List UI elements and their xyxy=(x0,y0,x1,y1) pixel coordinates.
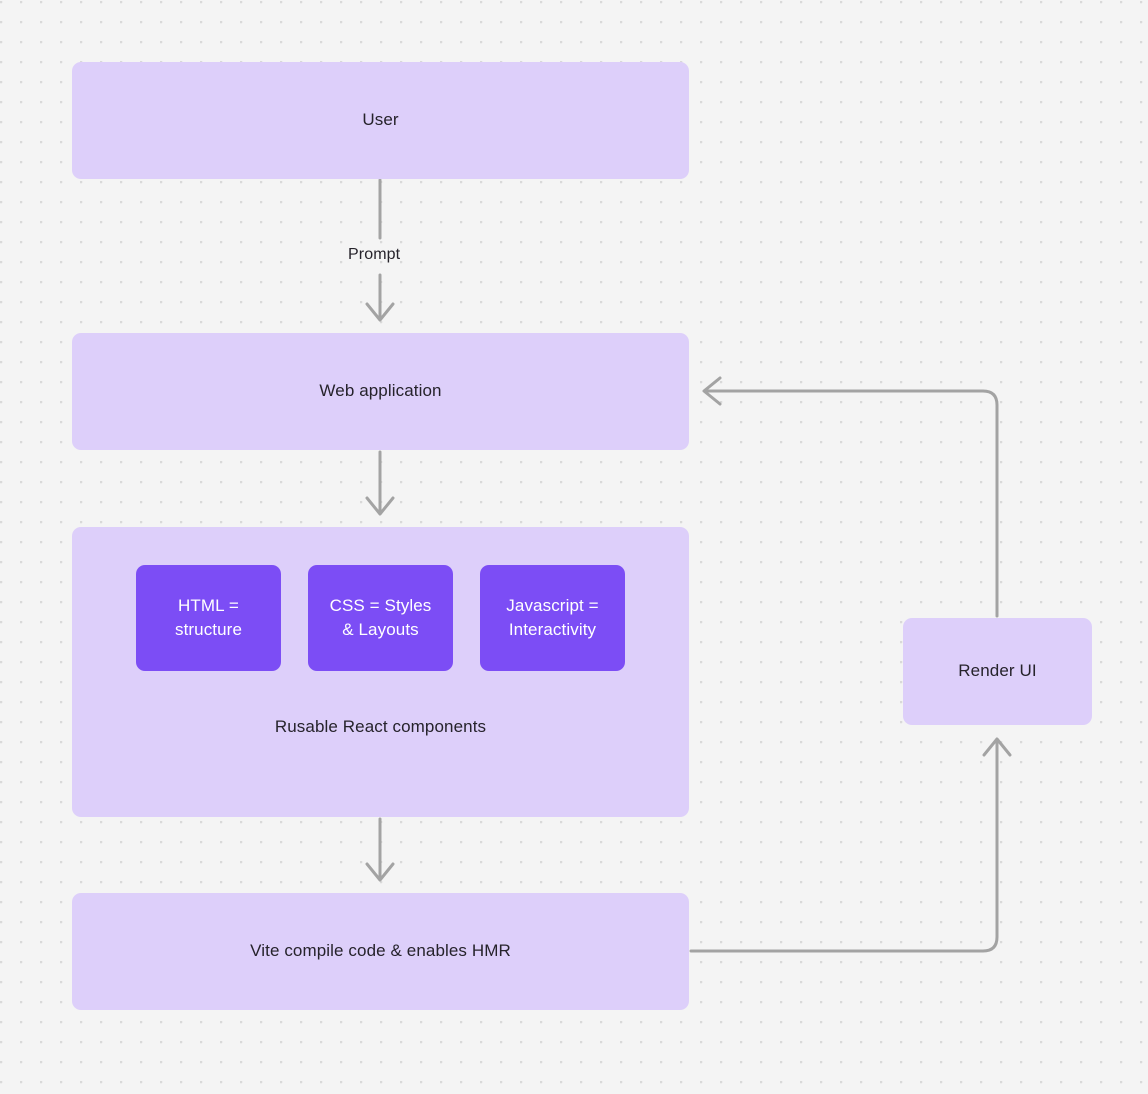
node-render-ui-label: Render UI xyxy=(958,661,1037,681)
sub-node-javascript-label: Javascript = Interactivity xyxy=(506,594,598,642)
node-vite-label: Vite compile code & enables HMR xyxy=(250,941,511,961)
node-web-application-label: Web application xyxy=(319,381,442,401)
sub-node-css-line1: CSS = Styles xyxy=(329,595,432,615)
edge-render-to-webapp xyxy=(702,376,999,618)
sub-node-css[interactable]: CSS = Styles & Layouts xyxy=(308,565,453,671)
sub-node-html-label: HTML = structure xyxy=(175,594,242,642)
node-render-ui[interactable]: Render UI xyxy=(903,618,1092,725)
sub-node-javascript-line2: Interactivity xyxy=(508,620,597,639)
arrowhead-down-icon xyxy=(365,496,395,516)
react-components-caption: Rusable React components xyxy=(274,717,487,736)
edge-vite-to-render xyxy=(689,737,1012,953)
sub-node-html-line1: HTML = xyxy=(178,595,239,615)
node-user-label: User xyxy=(362,110,399,130)
sub-node-css-line2: & Layouts xyxy=(342,620,419,639)
sub-node-javascript-line1: Javascript = xyxy=(506,595,599,615)
sub-node-css-label: CSS = Styles & Layouts xyxy=(330,594,432,642)
sub-node-javascript[interactable]: Javascript = Interactivity xyxy=(480,565,625,671)
sub-node-html-line2: structure xyxy=(174,620,243,639)
arrowhead-up-icon xyxy=(982,737,1012,757)
node-vite[interactable]: Vite compile code & enables HMR xyxy=(72,893,689,1010)
arrowhead-left-icon xyxy=(702,376,722,406)
edge-webapp-to-components xyxy=(365,450,395,516)
edge-components-to-vite xyxy=(365,817,395,882)
node-user[interactable]: User xyxy=(72,62,689,179)
arrowhead-down-icon xyxy=(365,862,395,882)
node-web-application[interactable]: Web application xyxy=(72,333,689,450)
react-components-row: HTML = structure CSS = Styles & Layouts Ja… xyxy=(72,565,689,671)
edge-label-prompt: Prompt xyxy=(348,246,401,263)
sub-node-html[interactable]: HTML = structure xyxy=(136,565,281,671)
arrowhead-down-icon xyxy=(365,302,395,322)
node-react-components-group[interactable]: HTML = structure CSS = Styles & Layouts Ja… xyxy=(72,527,689,817)
